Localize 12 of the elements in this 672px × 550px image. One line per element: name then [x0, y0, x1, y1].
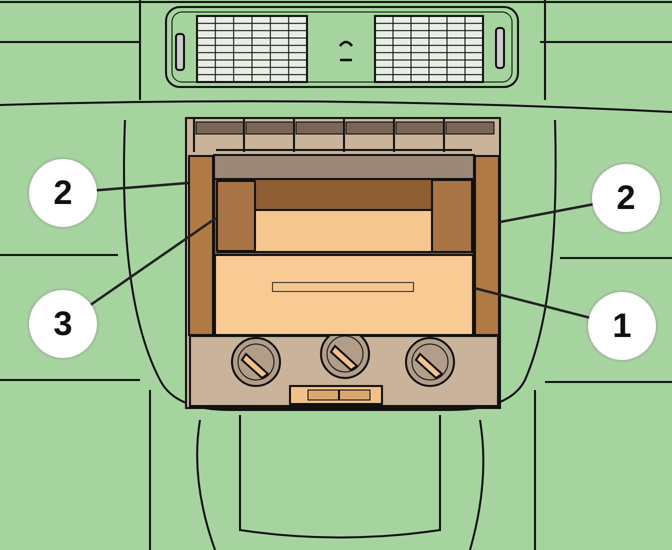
drawer-front: [214, 254, 474, 336]
leader-line: [474, 286, 590, 319]
side-panel: [474, 155, 500, 336]
leader-line: [90, 216, 217, 306]
leader-line: [96, 182, 188, 192]
callout-number: 1: [588, 292, 656, 360]
leader-line: [500, 203, 593, 224]
callout-number: 2: [29, 159, 97, 227]
callout-number: 2: [592, 164, 660, 232]
callout-number: 3: [29, 290, 97, 358]
side-panel: [188, 155, 214, 336]
compartment-side-wall: [216, 180, 256, 252]
